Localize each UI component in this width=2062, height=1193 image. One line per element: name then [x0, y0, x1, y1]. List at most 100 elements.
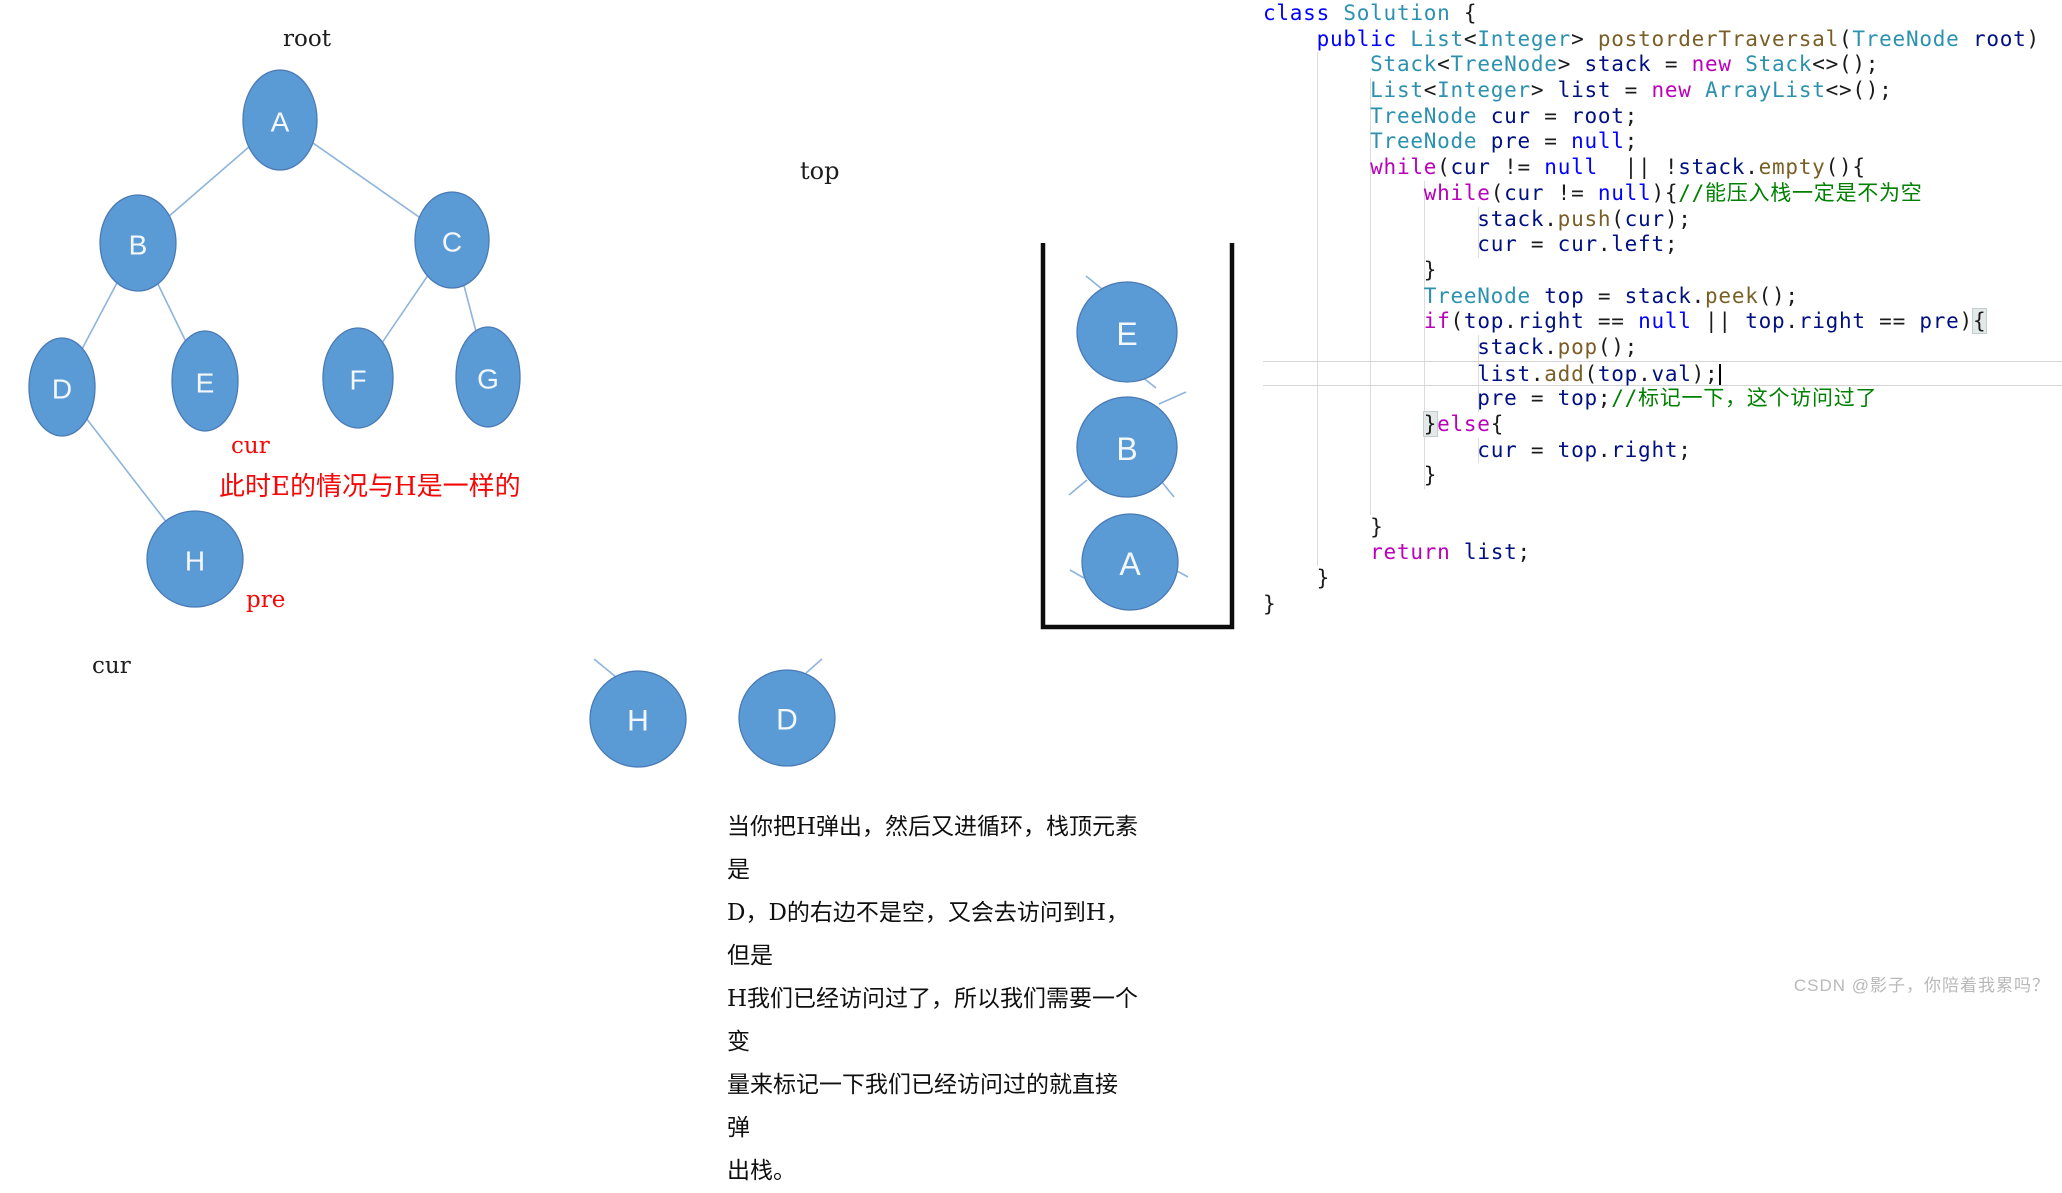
code-token: { [1490, 412, 1505, 436]
code-token: = [1530, 129, 1572, 154]
code-token: top [1463, 309, 1505, 334]
code-token: . [1544, 334, 1558, 359]
code-token: || [1691, 309, 1746, 334]
code-token: { [1971, 308, 1988, 335]
code-token: while [1370, 155, 1438, 180]
code-token: < [1437, 52, 1451, 77]
screenshot-root: { "diagram": { "node_color": "#5b9bd5", … [28, 1, 2062, 1184]
tree-node-E: E [171, 330, 239, 432]
code-token: . [1638, 361, 1652, 386]
code-token: top [1745, 309, 1786, 334]
indent-guide [1478, 438, 1479, 463]
code-token [1263, 232, 1477, 256]
code-token: ( [1584, 361, 1598, 386]
cur-label-red: cur [231, 433, 270, 459]
code-token: cur [1450, 155, 1491, 180]
code-token: } [1263, 514, 1384, 539]
floating-node-H: H [589, 670, 687, 768]
stack-node-E: E [1076, 281, 1178, 383]
indent-guide [1478, 207, 1479, 258]
code-line-23: } [1263, 566, 2062, 592]
code-token: class [1263, 1, 1330, 25]
stack-container-box [1040, 243, 1235, 630]
floating-edge-stub [805, 658, 823, 674]
code-token: pre [1919, 309, 1960, 334]
code-token: right [1798, 309, 1866, 334]
code-token: < [1463, 26, 1478, 51]
code-token: root [1972, 26, 2027, 51]
explanation-paragraph: 当你把H弹出，然后又进循环，栈顶元素是 D，D的右边不是空，又会去访问到H，但是… [727, 814, 1139, 1184]
code-token: top [1557, 437, 1598, 462]
stack-edge-stub [1176, 570, 1189, 578]
code-token: else [1437, 412, 1491, 436]
code-token: = [1517, 437, 1558, 462]
indent-guide [1424, 181, 1425, 489]
code-token: } [1263, 463, 1438, 488]
code-token: || ! [1597, 155, 1679, 180]
code-line-16: pre = top;//标记一下，这个访问过了 [1263, 386, 2062, 412]
code-token: stack [1584, 52, 1652, 77]
code-token: cur [1624, 206, 1665, 231]
text-cursor [1719, 363, 1722, 385]
code-token: list [1463, 540, 1518, 565]
code-token: cur [1490, 103, 1531, 128]
code-line-1: class Solution { [1263, 1, 2062, 27]
code-line-17: }else{ [1263, 411, 2062, 438]
code-editor[interactable]: class Solution { public List<Integer> po… [1263, 1, 2062, 618]
code-token: public [1316, 26, 1397, 51]
code-token: > [1557, 52, 1585, 77]
code-token [1263, 181, 1424, 205]
code-token: root [1571, 103, 1625, 128]
code-line-13: if(top.right == null || top.right == pre… [1263, 308, 2062, 335]
code-token: ) [2026, 26, 2040, 51]
code-token: Integer [1437, 78, 1531, 103]
code-token: TreeNode [1423, 283, 1531, 308]
svg-text:A: A [271, 107, 290, 138]
code-token: Stack [1370, 52, 1438, 77]
code-line-5: TreeNode cur = root; [1263, 104, 2062, 130]
code-token: list [1557, 78, 1612, 103]
code-comment: //标记一下，这个访问过了 [1611, 386, 1878, 411]
code-token: List [1410, 26, 1464, 51]
code-line-19: } [1263, 463, 2062, 489]
code-line-4: List<Integer> list = new ArrayList<>(); [1263, 78, 2062, 104]
code-token: list [1477, 361, 1531, 386]
code-line-2: public List<Integer> postorderTraversal(… [1263, 27, 2062, 53]
code-token: val [1651, 361, 1692, 386]
code-token [1263, 412, 1424, 436]
code-line-24: } [1263, 592, 2062, 618]
code-token: peek [1705, 283, 1759, 308]
code-token: ){ [1651, 180, 1679, 205]
code-token: TreeNode [1450, 52, 1558, 77]
code-token [1692, 78, 1705, 102]
code-token: null [1571, 129, 1625, 154]
svg-text:B: B [129, 230, 148, 261]
code-token: ); [1691, 361, 1719, 386]
code-token: stack [1624, 283, 1692, 308]
code-line-3: Stack<TreeNode> stack = new Stack<>(); [1263, 52, 2062, 78]
code-token [1397, 27, 1410, 51]
top-label: top [800, 157, 840, 185]
code-token: = [1584, 283, 1625, 308]
svg-text:E: E [1116, 316, 1137, 352]
code-token [1263, 78, 1370, 102]
code-token: != [1544, 180, 1598, 205]
code-token: push [1557, 206, 1612, 231]
code-token: . [1785, 309, 1799, 334]
floating-edge-stub [593, 658, 617, 678]
code-token: TreeNode [1370, 103, 1478, 128]
code-token: return [1370, 540, 1451, 565]
code-token: stack [1477, 206, 1545, 231]
code-token [1263, 207, 1477, 231]
code-token: pre [1477, 386, 1518, 411]
stack-edge-stub [1158, 391, 1187, 405]
code-token [1330, 1, 1343, 25]
code-token: ArrayList [1705, 78, 1826, 103]
code-token: pop [1557, 334, 1598, 359]
code-token: > [1530, 78, 1558, 103]
code-token [1732, 52, 1745, 76]
code-token [1263, 362, 1477, 386]
code-comment: //能压入栈一定是不为空 [1678, 180, 1923, 205]
code-token [1263, 27, 1317, 51]
